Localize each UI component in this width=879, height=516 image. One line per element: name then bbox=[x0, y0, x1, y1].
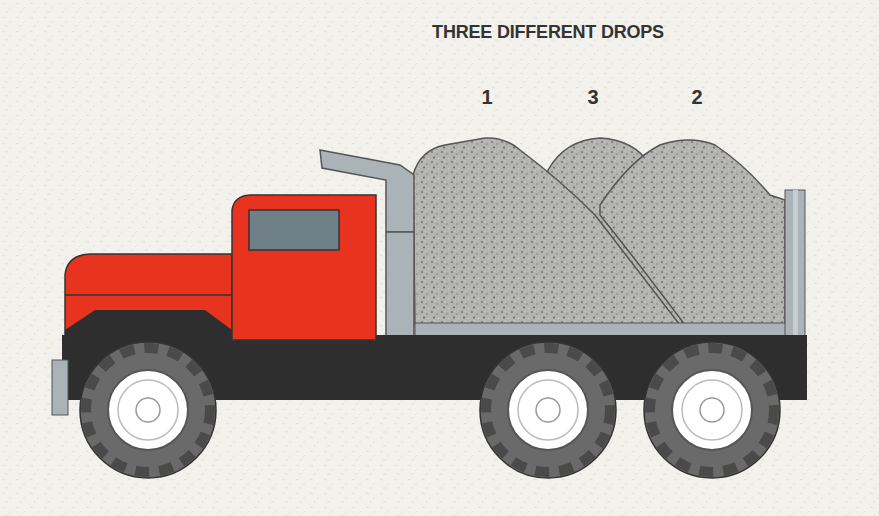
wheel bbox=[480, 342, 616, 478]
fender bbox=[65, 310, 232, 345]
callout-number: 3 bbox=[587, 86, 598, 109]
callout-number: 1 bbox=[481, 86, 492, 109]
gravel-pile bbox=[600, 140, 785, 325]
wheel bbox=[644, 342, 780, 478]
tailgate bbox=[785, 190, 805, 338]
cab-window bbox=[249, 210, 339, 250]
wheel bbox=[80, 342, 216, 478]
truck-cab bbox=[232, 195, 376, 340]
truck-bed bbox=[415, 323, 787, 337]
diagram-title: THREE DIFFERENT DROPS bbox=[432, 22, 664, 43]
bumper bbox=[52, 360, 68, 415]
cab-post bbox=[386, 232, 414, 337]
callout-number: 2 bbox=[691, 86, 702, 109]
tailgate-post bbox=[793, 190, 798, 338]
